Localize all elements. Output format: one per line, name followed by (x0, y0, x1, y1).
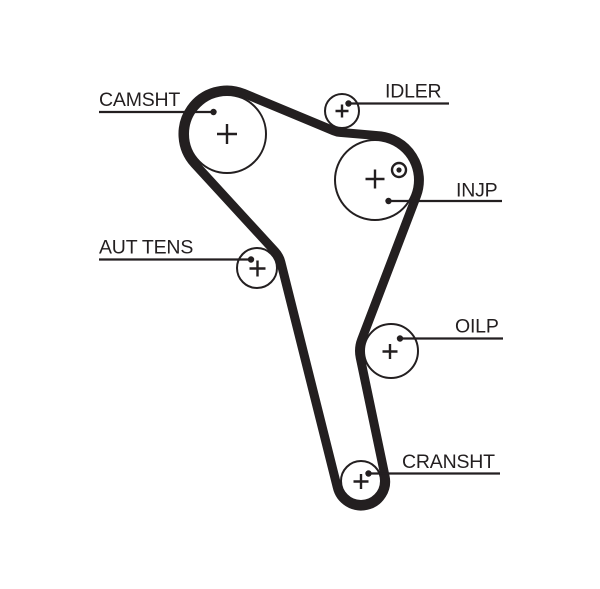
idler-leader-dot (345, 100, 352, 107)
callout-camsht: CAMSHT (99, 89, 217, 116)
camsht-plus-icon (217, 124, 237, 144)
label-oilp: OILP (455, 316, 499, 338)
callout-aut-tens: AUT TENS (99, 237, 255, 263)
aut-tens-leader-dot (247, 256, 255, 263)
cransht-leader-dot (365, 470, 372, 477)
callout-injp: INJP (385, 180, 502, 205)
label-aut-tens: AUT TENS (99, 237, 193, 259)
label-injp: INJP (456, 180, 497, 202)
injp-plus-icon (365, 169, 385, 189)
label-camsht: CAMSHT (99, 89, 180, 111)
callout-oilp: OILP (396, 316, 503, 342)
oilp-plus-icon (382, 344, 398, 359)
callout-cransht: CRANSHT (365, 451, 500, 477)
aut-tens-plus-icon (249, 260, 266, 277)
oilp-leader-dot (396, 335, 404, 342)
center-marks (217, 104, 398, 489)
injp-marker-dot (396, 167, 402, 173)
callout-idler: IDLER (345, 81, 449, 107)
camsht-leader-dot (210, 108, 217, 116)
label-cransht: CRANSHT (402, 451, 495, 473)
injp-alignment-marker-icon (390, 161, 408, 179)
injp-leader-dot (385, 197, 392, 205)
idler-plus-icon (335, 104, 349, 118)
label-idler: IDLER (385, 81, 442, 103)
cransht-plus-icon (353, 474, 369, 489)
timing-belt-path (178, 85, 424, 511)
pulleys (187, 93, 419, 502)
